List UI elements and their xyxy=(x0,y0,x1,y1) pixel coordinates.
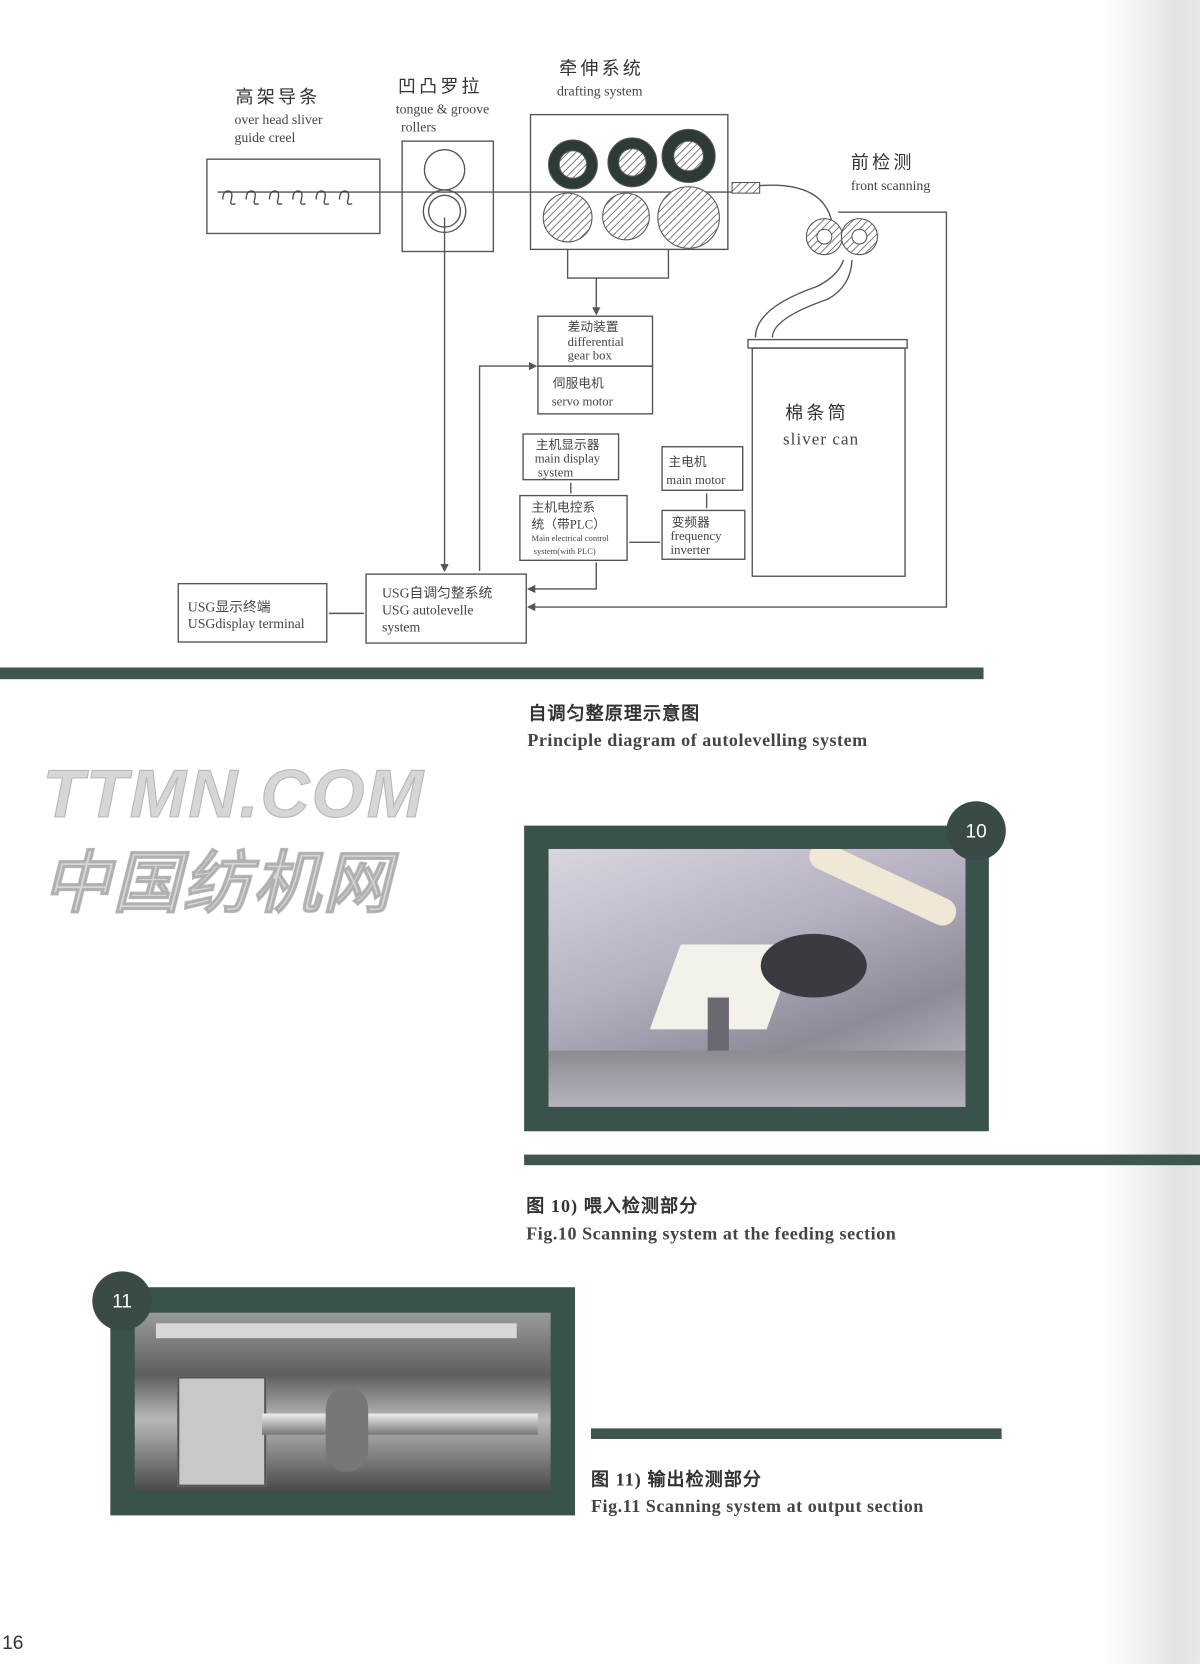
sliver-can-label-cn: 棉条筒 xyxy=(785,403,849,424)
tongue-label-en1: tongue & groove xyxy=(395,100,490,117)
fig10-badge: 10 xyxy=(946,801,1006,861)
usg-display-label-en: USGdisplay terminal xyxy=(187,615,305,632)
usg-auto-label-cn: USG自调匀整系统 xyxy=(381,584,493,601)
main-motor-label-cn: 主电机 xyxy=(668,454,707,470)
drafting-label-en: drafting system xyxy=(557,82,643,99)
usg-auto-label-en1: USG autolevelle xyxy=(381,601,474,618)
fig11-photo xyxy=(134,1312,551,1491)
front-scan-label-en: front scanning xyxy=(850,177,931,194)
fig11-caption-cn: 图 11) 输出检测部分 xyxy=(590,1469,763,1490)
fig10-caption-cn: 图 10) 喂入检测部分 xyxy=(526,1195,699,1217)
fig10-caption-en: Fig.10 Scanning system at the feeding se… xyxy=(526,1223,897,1244)
sliver-can-label-en: sliver can xyxy=(783,430,860,449)
plc-label-en2: system(with PLC) xyxy=(533,546,596,557)
inverter-label-en1: frequency xyxy=(670,528,722,544)
divider-bar xyxy=(0,667,984,680)
main-display-label-en2: system xyxy=(537,464,574,480)
inverter-label-en2: inverter xyxy=(670,542,711,558)
creel-label-en1: over head sliver xyxy=(234,111,323,128)
fig11-caption-en: Fig.11 Scanning system at output section xyxy=(590,1496,924,1517)
autolevelling-diagram xyxy=(177,113,948,644)
fig11-badge: 11 xyxy=(92,1271,152,1331)
drafting-box xyxy=(529,113,729,251)
usg-display-label-cn: USG显示终端 xyxy=(187,598,271,615)
fig10-photo xyxy=(548,848,966,1107)
watermark-text: TTMN.COM xyxy=(42,755,426,832)
divider-bar xyxy=(524,1154,1200,1166)
watermark-text-cn: 中国纺机网 xyxy=(42,844,393,922)
diagram-caption-cn: 自调匀整原理示意图 xyxy=(528,703,701,724)
tongue-label-en2: rollers xyxy=(401,118,437,135)
main-display-label-en1: main display xyxy=(534,451,601,466)
plc-label-cn2: 统（带PLC） xyxy=(531,516,606,532)
drafting-label-cn: 牵伸系统 xyxy=(559,58,645,79)
creel-box xyxy=(206,158,381,235)
inverter-label-cn: 变频器 xyxy=(671,514,710,530)
usg-auto-label-en2: system xyxy=(381,618,421,635)
diff-gear-label-en1: differential xyxy=(567,334,624,350)
page-number: 16 xyxy=(2,1632,24,1654)
creel-label-en2: guide creel xyxy=(234,129,296,146)
front-scan-label-cn: 前检测 xyxy=(850,152,915,173)
main-motor-label-en: main motor xyxy=(666,472,726,488)
plc-label-en1: Main electrical control xyxy=(531,533,609,544)
creel-label-cn: 高架导条 xyxy=(235,87,321,108)
sliver-can-body xyxy=(751,347,906,577)
plc-label-cn1: 主机电控系 xyxy=(531,499,596,515)
diff-gear-label-en2: gear box xyxy=(567,348,612,363)
diff-gear-label-cn: 差动装置 xyxy=(567,319,619,335)
diagram-caption-en: Principle diagram of autolevelling syste… xyxy=(527,730,868,751)
servo-label-cn: 伺服电机 xyxy=(552,375,604,391)
tongue-label-cn: 凹凸罗拉 xyxy=(397,76,483,97)
divider-bar xyxy=(590,1428,1002,1439)
tongue-box xyxy=(401,140,495,253)
main-display-label-cn: 主机显示器 xyxy=(535,437,600,453)
servo-label-en: servo motor xyxy=(551,393,613,409)
